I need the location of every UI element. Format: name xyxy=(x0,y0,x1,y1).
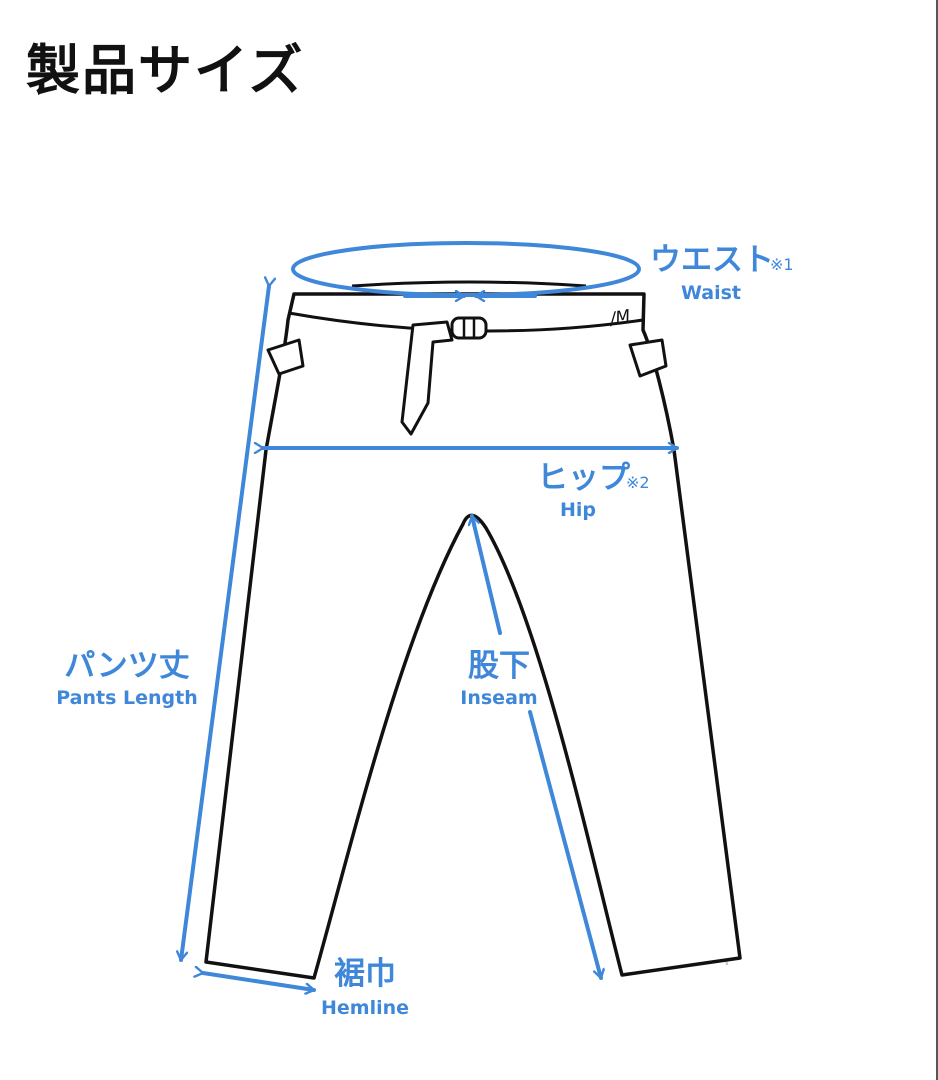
belt-strap xyxy=(400,320,454,436)
hip-label-en: Hip xyxy=(560,499,596,521)
waistband-back-rim xyxy=(351,280,587,288)
pants-length-label-jp: パンツ丈 xyxy=(64,648,190,684)
page-title: 製品サイズ xyxy=(26,39,305,102)
waist-note: ※1 xyxy=(770,255,794,274)
waist-label-en: Waist xyxy=(681,282,741,304)
pants-length-arrow xyxy=(181,286,269,962)
hemline-arrow xyxy=(203,973,316,990)
pocket-flap-right xyxy=(628,338,668,378)
pants-length-label-en: Pants Length xyxy=(56,687,198,709)
measurement-indicators xyxy=(181,241,679,990)
inseam-label-en: Inseam xyxy=(460,687,537,709)
hip-label-jp: ヒップ xyxy=(537,460,631,496)
hemline-label-en: Hemline xyxy=(321,997,409,1019)
inseam-arrow-lower xyxy=(528,710,601,980)
pants-outline xyxy=(204,292,742,980)
waist-ellipse xyxy=(291,241,641,297)
waistband-tag: /M xyxy=(606,306,632,330)
inseam-label-jp: 股下 xyxy=(468,648,530,684)
pants-illustration: /M xyxy=(204,280,742,980)
right-edge-border xyxy=(936,0,938,1080)
measurement-labels: ウエスト ※1 Waist ヒップ ※2 Hip パンツ丈 Pants Leng… xyxy=(56,242,793,1019)
inseam-arrow-upper xyxy=(472,514,502,635)
waist-label-jp: ウエスト xyxy=(650,242,774,278)
pocket-flap-left xyxy=(266,338,305,376)
hemline-label-jp: 裾巾 xyxy=(334,956,396,992)
hip-note: ※2 xyxy=(626,473,650,492)
belt-buckle xyxy=(450,316,488,340)
